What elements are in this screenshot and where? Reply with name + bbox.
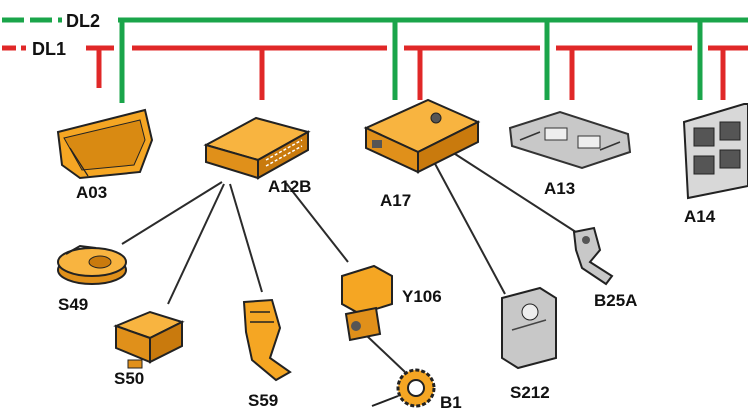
s49-label: S49 bbox=[58, 295, 88, 314]
component-b25a bbox=[572, 226, 614, 286]
component-a03 bbox=[56, 108, 154, 180]
component-s59 bbox=[242, 298, 292, 382]
a12b-label: A12B bbox=[268, 177, 311, 196]
dl1-label: DL1 bbox=[32, 39, 66, 59]
component-s50 bbox=[113, 310, 185, 369]
connection-lines bbox=[121, 151, 583, 373]
b25a-label: B25A bbox=[594, 291, 637, 310]
dl1-bus bbox=[2, 45, 748, 100]
component-a12b bbox=[203, 116, 311, 180]
component-y106 bbox=[341, 264, 393, 342]
s59-label: S59 bbox=[248, 391, 278, 410]
a14-label: A14 bbox=[684, 207, 716, 226]
a13-label: A13 bbox=[544, 179, 575, 198]
component-b1 bbox=[371, 368, 436, 408]
component-a17 bbox=[363, 98, 481, 174]
component-s212 bbox=[501, 286, 557, 370]
component-a13 bbox=[508, 110, 632, 170]
dl2-label: DL2 bbox=[66, 11, 100, 31]
s50-label: S50 bbox=[114, 369, 144, 388]
y106-label: Y106 bbox=[402, 287, 442, 306]
b1-label: B1 bbox=[440, 393, 462, 412]
dl2-bus bbox=[2, 17, 748, 103]
component-a14 bbox=[682, 103, 748, 200]
a03-label: A03 bbox=[76, 183, 107, 202]
component-s49 bbox=[57, 244, 127, 285]
a17-label: A17 bbox=[380, 191, 411, 210]
s212-label: S212 bbox=[510, 383, 550, 402]
